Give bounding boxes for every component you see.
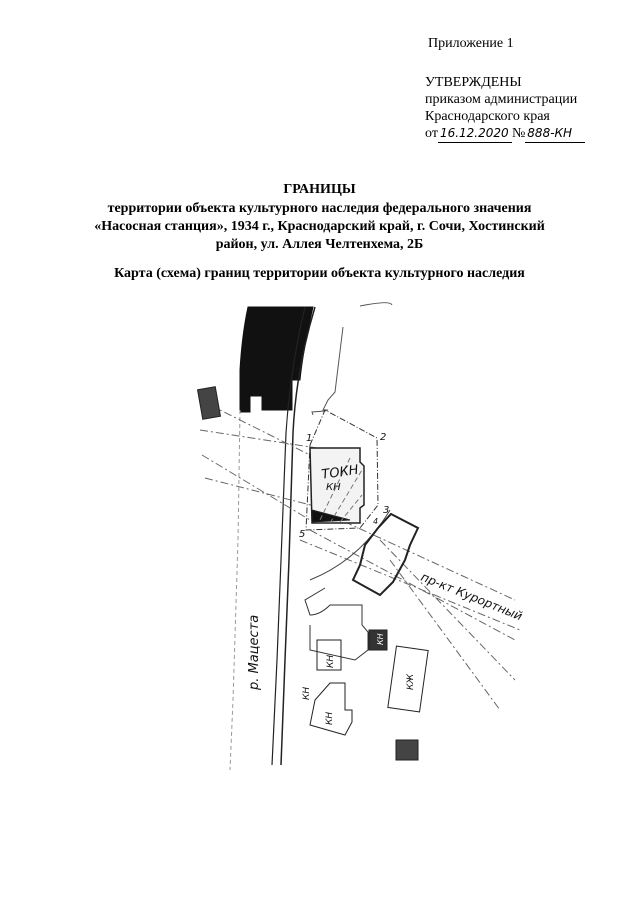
handwritten-number: 888-КН <box>525 125 586 143</box>
building-label: КН <box>325 712 335 725</box>
document-subtitle: территории объекта культурного наследия … <box>0 200 639 254</box>
river-bank-right <box>280 306 316 766</box>
river-bank-left <box>271 306 306 766</box>
point-1-label: 1 <box>306 433 312 444</box>
date-prefix: от <box>425 126 438 141</box>
point-4-label: 4 <box>373 517 378 526</box>
object-building <box>309 447 365 524</box>
appendix-label: Приложение 1 <box>428 36 514 51</box>
subtitle-line-2: «Насосная станция», 1934 г., Краснодарск… <box>94 219 545 234</box>
point-5-label: 5 <box>299 529 305 540</box>
building-kn-2 <box>309 682 353 736</box>
building-label: КЖ <box>406 674 416 690</box>
building-kn-small <box>368 629 388 651</box>
building-label: КН <box>302 687 312 700</box>
building-label: КН <box>326 655 336 668</box>
boundary-line <box>305 409 379 531</box>
approved-region: Краснодарского края <box>425 109 550 124</box>
approved-heading: УТВЕРЖДЕНЫ <box>425 75 522 90</box>
approved-by-order: приказом администрации <box>425 92 578 107</box>
building-kzh <box>387 645 429 713</box>
building-label: КН <box>376 633 385 645</box>
building-kn-1 <box>316 639 342 671</box>
river-label: р. Мацеста <box>247 615 262 691</box>
point-2-label: 2 <box>380 432 386 443</box>
approval-block: УТВЕРЖДЕНЫ приказом администрации Красно… <box>425 74 586 143</box>
object-sublabel: КН <box>326 482 341 493</box>
map-caption: Карта (схема) границ территории объекта … <box>114 266 525 281</box>
handwritten-date: 16.12.2020 <box>437 125 512 143</box>
adjacent-building <box>351 512 420 597</box>
object-label: ТОКН <box>321 463 360 483</box>
number-prefix: № <box>511 126 526 141</box>
subtitle-line-1: территории объекта культурного наследия … <box>107 201 532 216</box>
subtitle-line-3: район, ул. Аллея Челтенхема, 2Б <box>215 237 424 252</box>
document-title: ГРАНИЦЫ <box>283 182 356 197</box>
point-3-label: 3 <box>383 505 389 516</box>
